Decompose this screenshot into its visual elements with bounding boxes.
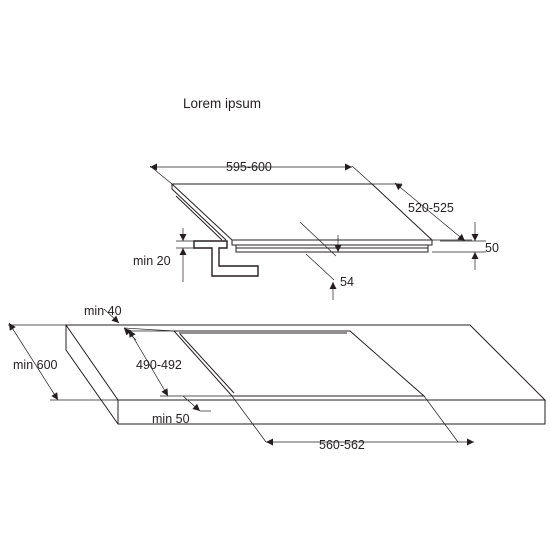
label-min-50: min 50: [152, 412, 190, 426]
dim-min-20: [176, 228, 194, 282]
label-cutout-width: 560-562: [319, 438, 365, 452]
label-min-600: min 600: [13, 358, 58, 372]
label-min-20: min 20: [133, 254, 171, 268]
dim-hob-depth: [372, 182, 472, 242]
dim-cutout-width: [231, 395, 474, 446]
dim-cutout-depth: [128, 329, 232, 397]
hob-drawing: [170, 183, 434, 277]
dim-min-600: [8, 322, 118, 401]
dim-min-50: [182, 395, 211, 412]
label-cutout-depth: 490-492: [136, 358, 182, 372]
label-54: 54: [340, 275, 354, 289]
dim-54: [299, 221, 342, 300]
label-hob-height: 50: [485, 241, 499, 255]
label-hob-depth: 520-525: [408, 201, 454, 215]
dim-hob-height: [432, 222, 486, 270]
diagram-title: Lorem ipsum: [183, 96, 261, 111]
label-hob-width: 595-600: [226, 160, 272, 174]
dim-hob-width: [149, 163, 373, 185]
label-min-40: min 40: [84, 304, 122, 318]
worktop-drawing: [65, 324, 547, 425]
